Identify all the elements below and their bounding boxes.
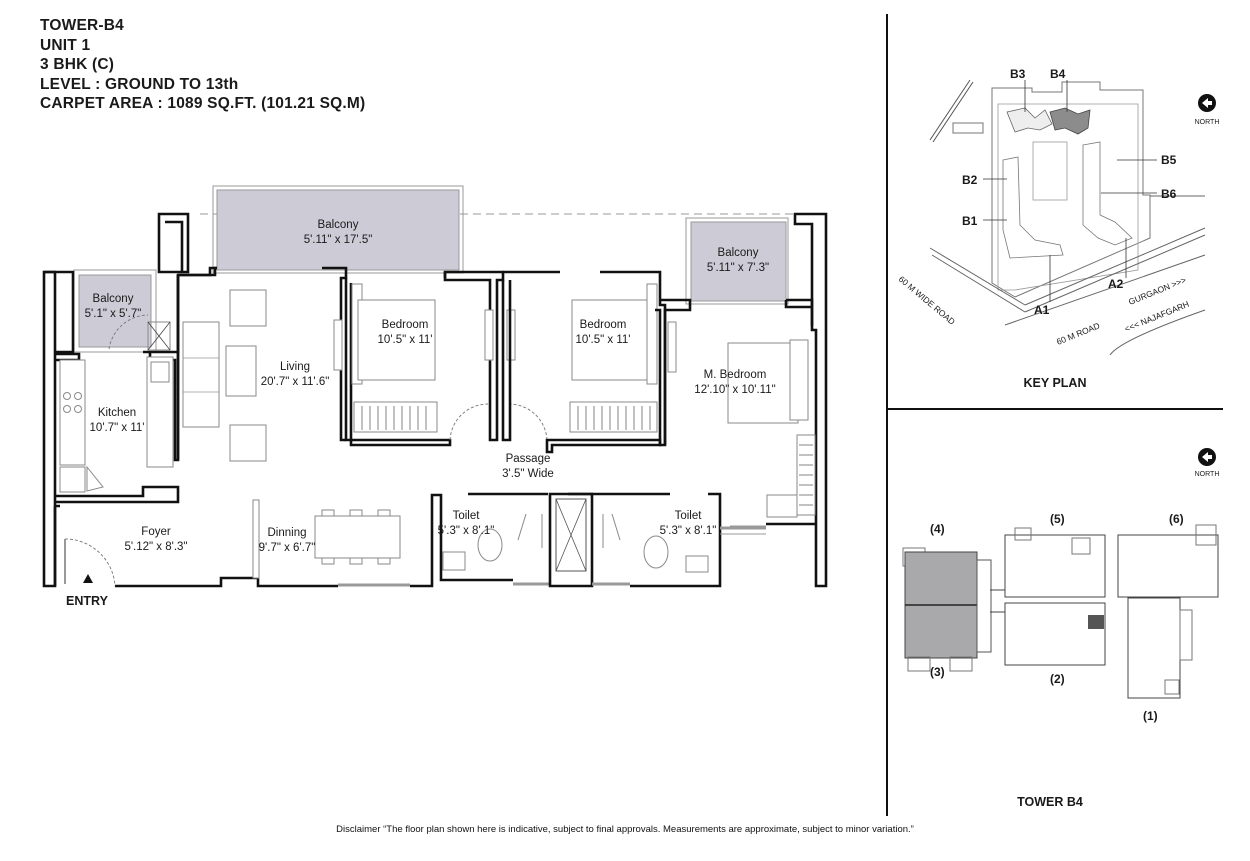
kitchen-size: 10'.7" x 11' [90, 422, 145, 434]
tower-name: TOWER-B4 [40, 17, 124, 34]
site-boundary [991, 81, 1151, 298]
tower-b3-shape [1006, 107, 1053, 133]
tower-plan-title: TOWER B4 [1017, 795, 1083, 809]
north-arrow-icon [1198, 94, 1216, 112]
key-plan-tower-b4: B4 [1050, 67, 1066, 81]
foyer-name: Foyer [141, 526, 171, 538]
living-name: Living [280, 361, 310, 373]
balcony-main-outline [212, 185, 464, 274]
balcony-kitchen-name: Balcony [93, 293, 134, 305]
key-plan-tower-b1: B1 [962, 214, 978, 228]
room-labels: Balcony 5'.11" x 17'.5" Balcony 5'.1" x … [66, 219, 776, 608]
unit-1 [1127, 597, 1181, 699]
entry-label: ENTRY [66, 594, 109, 608]
passage-size: 3'.5" Wide [502, 468, 554, 480]
balcony-main-name: Balcony [318, 219, 359, 231]
key-plan-title: KEY PLAN [1023, 376, 1087, 390]
balcony-kitchen [78, 274, 152, 348]
coffee-table [225, 345, 257, 397]
balcony-master-size: 5'.11" x 7'.3" [707, 262, 769, 274]
road-60m: 60 M ROAD [1055, 320, 1101, 346]
armchair [229, 424, 267, 462]
toilet2-size: 5'.3" x 8'.1" [660, 525, 717, 537]
living-bedroom-wall [322, 266, 348, 442]
road-60m-wide: 60 M WIDE ROAD [897, 274, 957, 327]
unit-6 [1117, 534, 1219, 598]
north-arrow-icon [1198, 448, 1216, 466]
vertical-divider [886, 14, 888, 816]
key-plan-tower-b5: B5 [1161, 153, 1177, 167]
balcony-main-size: 5'.11" x 17'.5" [304, 234, 373, 246]
dining-table [314, 515, 401, 559]
tower-unit-1: (1) [1143, 709, 1158, 723]
key-plan-tower-a2: A2 [1108, 277, 1124, 291]
bed [727, 342, 799, 424]
foyer-size: 5'.12" x 8'.3" [124, 541, 187, 553]
balcony-master-name: Balcony [718, 247, 759, 259]
left-exterior-wall [42, 270, 57, 588]
key-plan-north-label: NORTH [1195, 119, 1220, 126]
carpet-area: CARPET AREA : 1089 SQ.FT. (101.21 SQ.M) [40, 95, 366, 112]
unit-number: UNIT 1 [40, 36, 91, 54]
tower-unit-4: (4) [930, 522, 945, 536]
unit-info-header: TOWER-B4 UNIT 1 3 BHK (C) LEVEL : GROUND… [40, 16, 365, 114]
wardrobe [353, 401, 438, 433]
sofa [182, 321, 220, 428]
unit-level: LEVEL : GROUND TO 13th [40, 75, 239, 93]
living-size: 20'.7" x 11'.6" [261, 376, 330, 388]
balcony-kitchen-size: 5'.1" x 5'.7" [85, 308, 142, 320]
tower-unit-6: (6) [1169, 512, 1184, 526]
partition-screen [252, 499, 260, 579]
armchair [229, 289, 267, 327]
key-plan-tower-b3: B3 [1010, 67, 1026, 81]
key-plan-tower-b6: B6 [1161, 187, 1177, 201]
bedroom-partition-wall [443, 270, 505, 442]
key-plan: B3 B4 B5 B2 B6 B1 A1 A2 60 M WIDE ROAD 6… [897, 67, 1220, 356]
tower-unit-5: (5) [1050, 512, 1065, 526]
bedroom2-size: 10'.5" x 11' [576, 334, 631, 346]
master-bedroom-name: M. Bedroom [704, 369, 767, 381]
unit-2 [1004, 602, 1106, 666]
toilet1-name: Toilet [453, 510, 481, 522]
passage-name: Passage [506, 453, 551, 465]
tower-unit-2: (2) [1050, 672, 1065, 686]
unit-type: 3 BHK (C) [40, 56, 115, 73]
balcony-master [690, 221, 787, 302]
wardrobe [569, 401, 658, 433]
left-column [157, 212, 190, 274]
tower-b4-highlight [1049, 107, 1091, 135]
dining-size: 9'.7" x 6'.7" [259, 542, 316, 554]
unit-5 [1004, 534, 1106, 598]
tower-b1-b2-shape [1002, 156, 1064, 259]
key-plan-tower-a1: A1 [1034, 303, 1050, 317]
bedroom1-size: 10'.5" x 11' [378, 334, 433, 346]
bed [357, 299, 436, 381]
kitchen-name: Kitchen [98, 407, 136, 419]
key-plan-tower-b2: B2 [962, 173, 978, 187]
dining-name: Dinning [268, 527, 307, 539]
toilet1-size: 5'.3" x 8'.1" [438, 525, 495, 537]
balcony-main [216, 189, 460, 271]
disclaimer-text: Disclaimer “The floor plan shown here is… [336, 824, 914, 835]
bedroom1-name: Bedroom [382, 319, 429, 331]
bedroom2-name: Bedroom [580, 319, 627, 331]
entry-arrow-icon [83, 574, 93, 583]
horizontal-divider [887, 408, 1223, 410]
tower-plan: NORTH (4) (5) (6) (3) (2) (1) [902, 448, 1220, 723]
tower-b5-b6-shape [1082, 141, 1133, 246]
tower-plan-north-label: NORTH [1195, 471, 1220, 478]
bed [571, 299, 650, 381]
master-bedroom-size: 12'.10" x 10'.11" [694, 384, 775, 396]
toilet2-name: Toilet [675, 510, 703, 522]
tower-unit-3: (3) [930, 665, 945, 679]
